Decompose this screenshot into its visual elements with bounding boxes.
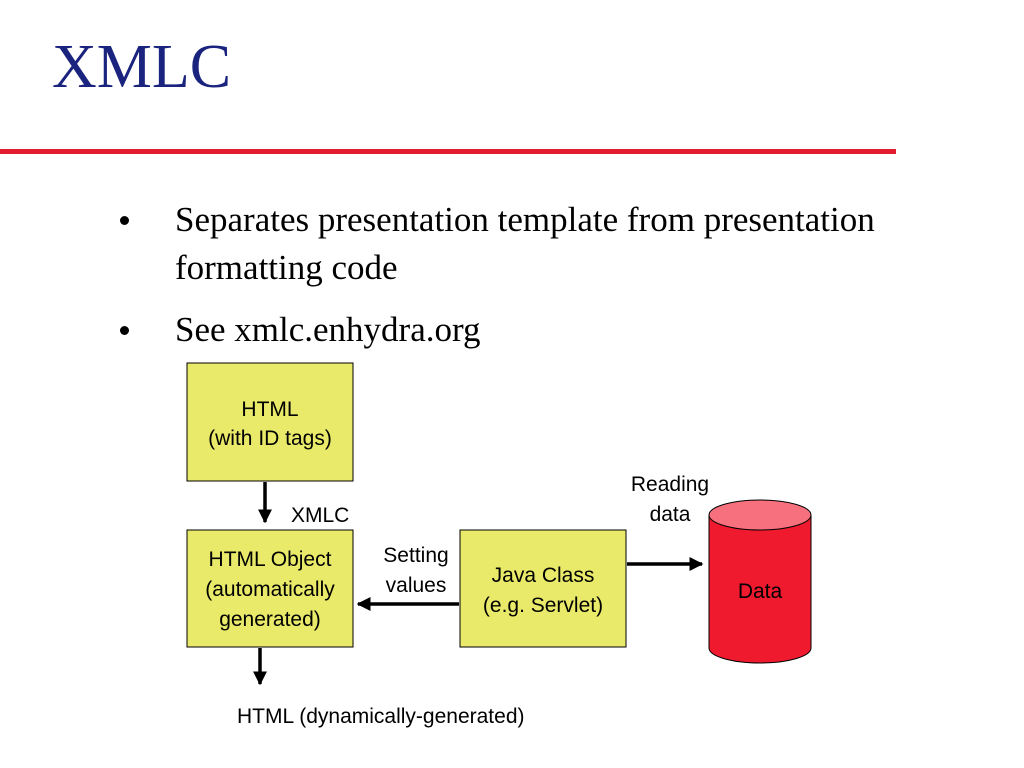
reading-data-line1: Reading <box>631 473 709 496</box>
html-template-line2: (with ID tags) <box>208 427 332 450</box>
java-class-line2: (e.g. Servlet) <box>483 594 603 617</box>
java-class-line1: Java Class <box>492 564 595 587</box>
bullet-list: Separates presentation template from pre… <box>120 196 1000 368</box>
html-object-line1: HTML Object <box>209 548 332 571</box>
output-label: HTML (dynamically-generated) <box>237 705 525 728</box>
java-class-box <box>459 529 627 648</box>
bullet-text: See xmlc.enhydra.org <box>175 310 481 349</box>
slide-title: XMLC <box>52 33 232 101</box>
bullet-dot-icon <box>120 216 129 225</box>
setting-values-line2: values <box>386 574 447 597</box>
bullet-dot-icon <box>120 326 129 335</box>
bullet-item: See xmlc.enhydra.org <box>120 306 1000 354</box>
setting-values-line1: Setting <box>383 544 448 567</box>
reading-data-line2: data <box>650 503 691 526</box>
html-object-line2: (automatically <box>205 578 335 601</box>
data-cylinder-label: Data <box>738 580 783 603</box>
bullet-text: Separates presentation template from pre… <box>175 200 875 287</box>
html-object-line3: generated) <box>219 608 321 631</box>
html-template-line1: HTML <box>241 398 298 421</box>
bullet-item: Separates presentation template from pre… <box>120 196 1000 292</box>
html-template-box <box>186 362 354 482</box>
title-divider <box>0 149 896 154</box>
html-object-box <box>186 529 354 648</box>
data-cylinder-icon <box>708 499 812 664</box>
xmlc-label: XMLC <box>291 504 349 527</box>
